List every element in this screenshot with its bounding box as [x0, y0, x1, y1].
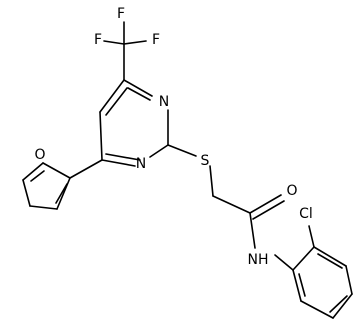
trifluoromethyl-group	[103, 21, 147, 81]
chlorophenyl-ring	[274, 225, 353, 319]
thioacetamide-chain	[167, 144, 285, 249]
pyrimidine-ring	[99, 79, 169, 167]
atom-s-label: S	[201, 153, 210, 169]
atom-nh-label: NH	[248, 252, 269, 268]
atom-f1-label: F	[117, 6, 125, 22]
atom-f2-label: F	[94, 32, 102, 48]
atom-cl-label: Cl	[299, 206, 313, 222]
atom-n-top-label: N	[159, 94, 169, 110]
atom-f3-label: F	[152, 32, 160, 48]
atom-o-carbonyl-label: O	[286, 183, 297, 199]
atom-n-bottom-label: N	[136, 156, 146, 172]
furan-ring	[22, 159, 103, 210]
atom-o-furan-label: O	[34, 147, 45, 163]
